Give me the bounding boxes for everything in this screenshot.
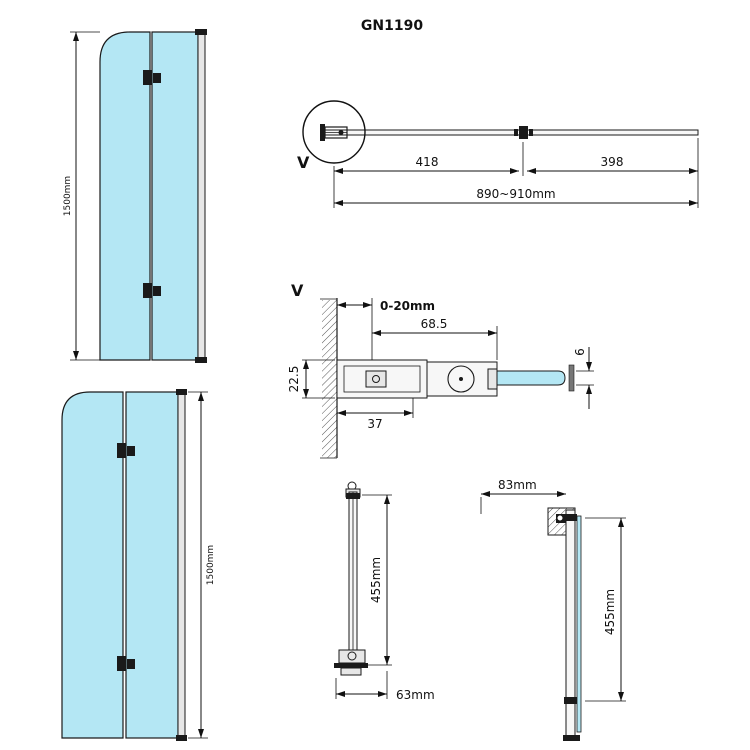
profile-width-label: 68.5: [421, 317, 448, 331]
glass-thickness-label: 6: [573, 348, 587, 356]
right-width-label: 398: [601, 155, 624, 169]
wall-bracket-bottom-icon: [195, 357, 207, 363]
pivot-circle: [447, 365, 475, 393]
page-title: GN1190: [361, 18, 423, 34]
height-dim-label: 1500mm: [63, 176, 73, 216]
fold-hinge-bottom-icon: [143, 283, 161, 298]
profile-depth-label: 22.5: [287, 366, 301, 393]
bottom-bracket-icon: [334, 649, 368, 676]
hinge-mark-bottom-icon: [564, 697, 577, 704]
height-dimension: 1500mm: [188, 391, 216, 739]
glass-end-seal: [568, 364, 575, 392]
wall-hatch: [322, 300, 337, 458]
wall-bracket-top-icon: [195, 29, 207, 35]
glass-panel-left: [99, 31, 151, 361]
front-view-top: 1500mm: [63, 29, 207, 363]
fold-hinge-top-icon: [143, 70, 161, 85]
inner-width-dimension: 37: [337, 398, 414, 431]
center-hinge-plan-icon: [514, 126, 533, 139]
wall-bracket-bottom-icon: [176, 735, 187, 741]
left-width-label: 418: [416, 155, 439, 169]
total-width-label: 890~910mm: [476, 187, 555, 201]
wall-profile-plan-icon: [320, 124, 348, 141]
hinge-spacing-dimension: 455mm: [585, 517, 626, 702]
width-dimensions: 418 398 890~910mm: [333, 138, 699, 208]
glass-panel-left: [61, 391, 124, 739]
fold-hinge-top-icon: [117, 443, 135, 458]
bottom-offset-label: 63mm: [396, 688, 435, 702]
detail-mark-label: V: [297, 153, 310, 172]
wall-section: [320, 298, 338, 459]
pivot-profile-section: [426, 361, 498, 397]
glass-section: [496, 370, 566, 386]
height-dim-label: 1500mm: [206, 545, 216, 585]
height-dimension: 1500mm: [63, 31, 100, 361]
hinge-spacing-dimension: 455mm: [362, 494, 392, 666]
profile-width-dimension: 68.5: [372, 317, 498, 360]
wall-profile: [177, 391, 186, 739]
glass-panel-right: [151, 31, 199, 361]
adjust-range-dimension: 0-20mm: [337, 298, 435, 360]
hinge-spacing-label: 455mm: [369, 557, 383, 603]
detail-view-label: V: [291, 281, 304, 300]
adjust-range-label: 0-20mm: [380, 299, 435, 313]
bottom-foot-icon: [563, 735, 580, 741]
fold-hinge-bottom-icon: [117, 656, 135, 671]
hinge-spacing-label: 455mm: [603, 589, 617, 635]
bottom-offset-dimension: 63mm: [335, 671, 435, 702]
top-offset-dimension: 83mm: [480, 478, 566, 514]
side-view-middle: 455mm 63mm: [334, 481, 435, 702]
hinge-mark-top-icon: [564, 514, 577, 521]
wall-profile: [197, 31, 206, 361]
wall-bracket-top-icon: [176, 389, 187, 395]
front-view-bottom: 1500mm: [61, 389, 216, 741]
glass-panel-right: [125, 391, 179, 739]
detail-view: V 0-20mm 68.5: [287, 281, 594, 459]
hinge-mark-top-icon: [346, 493, 360, 499]
wall-profile-section: [336, 359, 428, 399]
profile-depth-dimension: 22.5: [287, 359, 335, 399]
glass-edge: [576, 515, 582, 733]
side-view-right: 83mm 455mm: [480, 478, 626, 741]
plan-view: V 418 398 890~910mm: [297, 100, 699, 208]
top-offset-label: 83mm: [498, 478, 537, 492]
plan-glass-bar: [321, 129, 699, 136]
glass-thickness-dimension: 6: [573, 347, 594, 409]
inner-width-label: 37: [367, 417, 382, 431]
detail-circle: [302, 100, 366, 164]
